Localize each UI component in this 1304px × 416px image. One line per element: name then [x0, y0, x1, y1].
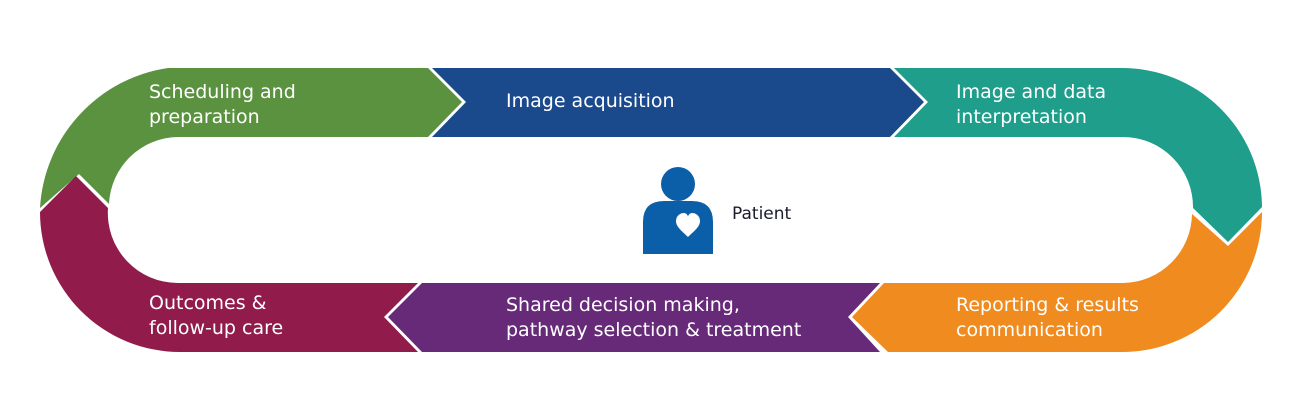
stage-interpretation: Image and data interpretation [894, 67, 1262, 243]
stage-scheduling: Scheduling and preparation [40, 68, 462, 208]
stage-reporting-label-line-1: Reporting & results [956, 294, 1139, 316]
stage-scheduling-label-line-1: Scheduling and [149, 81, 296, 103]
stage-shared-decision-label-line-1: Shared decision making, [506, 294, 740, 316]
stage-shared-decision-shape [388, 283, 880, 352]
stage-outcomes: Outcomes & follow-up care [40, 176, 418, 352]
stage-image-acquisition-label: Image acquisition [506, 90, 675, 112]
stage-scheduling-label-line-2: preparation [149, 106, 260, 128]
stage-image-acquisition-label-line-1: Image acquisition [506, 90, 675, 112]
stage-shared-decision: Shared decision making, pathway selectio… [388, 283, 880, 352]
patient-label: Patient [732, 204, 792, 224]
stage-image-acquisition: Image acquisition [432, 68, 924, 137]
stage-reporting-label-line-2: communication [956, 319, 1103, 341]
stage-scheduling-label: Scheduling and preparation [149, 81, 302, 128]
stage-reporting-shape [852, 212, 1262, 353]
stage-interpretation-label-line-1: Image and data [956, 81, 1106, 103]
stage-outcomes-shape [40, 176, 418, 352]
patient-center: Patient [643, 167, 792, 254]
stage-outcomes-label-line-2: follow-up care [149, 317, 283, 339]
stage-interpretation-label: Image and data interpretation [956, 81, 1112, 128]
stage-outcomes-label: Outcomes & follow-up care [149, 292, 283, 339]
stage-image-acquisition-shape [432, 68, 924, 137]
stage-scheduling-shape [40, 68, 462, 208]
stage-reporting-label: Reporting & results communication [956, 294, 1145, 341]
stage-interpretation-shape [894, 67, 1262, 243]
stage-reporting: Reporting & results communication [852, 212, 1262, 353]
stage-shared-decision-label: Shared decision making, pathway selectio… [506, 294, 801, 341]
patient-heart-icon [643, 167, 713, 254]
stage-outcomes-label-line-1: Outcomes & [149, 292, 267, 314]
stage-shared-decision-label-line-2: pathway selection & treatment [506, 319, 801, 341]
stage-interpretation-label-line-2: interpretation [956, 106, 1087, 128]
